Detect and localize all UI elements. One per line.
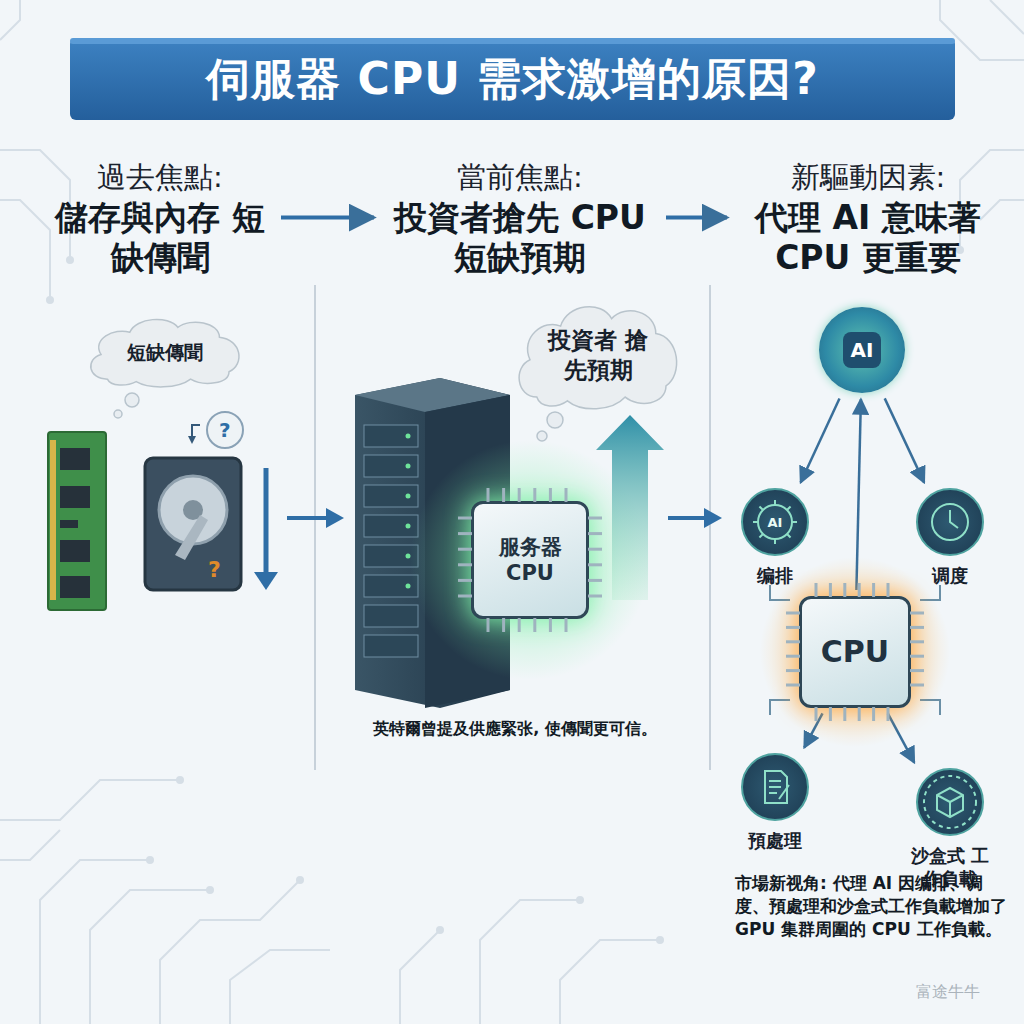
icon-circle: [741, 753, 809, 821]
head-node: 過去焦點:儲存與內存 短缺傳聞: [45, 158, 275, 277]
focus-heading: 代理 AI 意味著 CPU 更重要: [733, 198, 1003, 277]
cloud-text: 短缺傳聞: [110, 340, 220, 365]
icon-glyph: [918, 490, 982, 554]
icon-text: AI: [768, 515, 783, 530]
icon-node: 调度: [905, 488, 995, 587]
flow-arrow: [281, 216, 374, 220]
icon-label: 預處理: [730, 829, 820, 852]
icon-circle: [916, 768, 984, 836]
chip-node: CPU: [799, 596, 911, 708]
watermark: 富途牛牛: [916, 981, 980, 1003]
brain-node: AI: [819, 307, 905, 393]
focus-label: 過去焦點:: [45, 158, 275, 198]
chip-pins: [458, 488, 602, 632]
head-node: 新驅動因素:代理 AI 意味著 CPU 更重要: [733, 158, 1003, 277]
title-text: 伺服器 CPU 需求激增的原因?: [70, 38, 955, 120]
brain-label: AI: [843, 332, 882, 368]
note-text: 英特爾曾提及供應緊张, 使傳聞更可信。: [365, 718, 665, 740]
flow-arrow: [666, 216, 727, 220]
icon-label: 调度: [905, 564, 995, 587]
focus-heading: 投資者搶先 CPU 短缺預期: [380, 198, 660, 277]
chip-label: CPU: [811, 633, 899, 671]
cloud-shape: [513, 300, 683, 412]
chip-node: 服务器 CPU: [471, 501, 589, 619]
focus-heading: 儲存與內存 短缺傳聞: [45, 198, 275, 277]
icon-node: 沙盒式 工作負載: [905, 768, 995, 891]
flow-arrow: [801, 398, 840, 482]
head-node: 當前焦點:投資者搶先 CPU 短缺預期: [380, 158, 660, 277]
focus-label: 當前焦點:: [380, 158, 660, 198]
focus-label: 新驅動因素:: [733, 158, 1003, 198]
question-mark: ?: [219, 417, 231, 444]
flow-arrow: [856, 399, 861, 590]
flow-arrow: [885, 398, 925, 482]
note-text: 市場新视角: 代理 AI 因编排、调度、預處理和沙盒式工作負載增加了 GPU 集…: [735, 872, 1007, 941]
icon-node: 預處理: [730, 753, 820, 852]
cloud-text: 投資者 搶先預期: [538, 326, 658, 386]
icon-glyph: [743, 755, 807, 819]
chip-label: 服务器 CPU: [483, 534, 577, 587]
flow-arrow: [888, 713, 915, 762]
icon-node: AI 编排: [730, 488, 820, 587]
cloud-node: 投資者 搶先預期: [513, 300, 683, 412]
icon-circle: [916, 488, 984, 556]
flow-arrow: [804, 713, 822, 747]
cloud-node: 短缺傳聞: [85, 315, 245, 389]
icon-circle: AI: [741, 488, 809, 556]
icon-glyph: [918, 770, 982, 834]
question-mark: ?: [208, 555, 221, 585]
icon-label: 编排: [730, 564, 820, 587]
